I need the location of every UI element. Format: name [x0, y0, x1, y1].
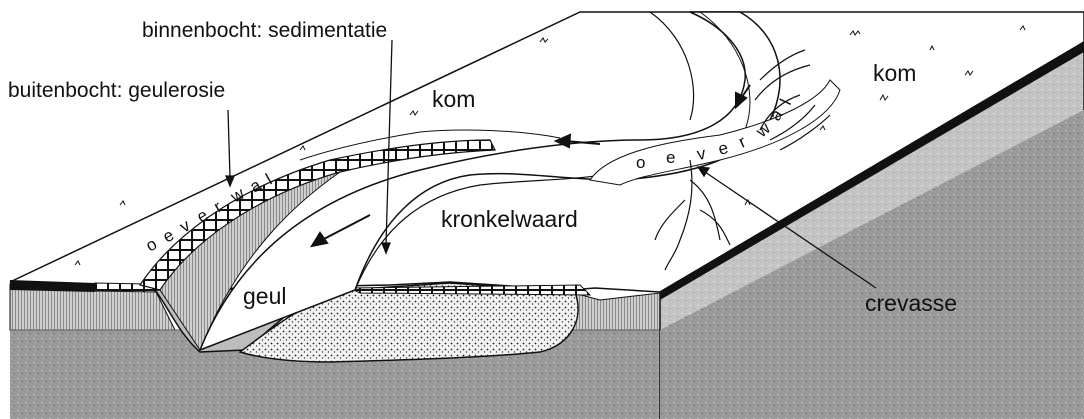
svg-text:o: o	[636, 153, 645, 172]
label-buitenbocht: buitenbocht: geulerosie	[8, 80, 225, 101]
label-kom-left: kom	[432, 88, 475, 111]
label-kom-right: kom	[873, 62, 916, 85]
label-crevasse: crevasse	[865, 292, 957, 315]
label-binnenbocht: binnenbocht: sedimentatie	[142, 20, 387, 41]
svg-text:e: e	[666, 148, 675, 167]
label-geul: geul	[243, 285, 286, 308]
label-kronkelwaard: kronkelwaard	[441, 208, 578, 231]
